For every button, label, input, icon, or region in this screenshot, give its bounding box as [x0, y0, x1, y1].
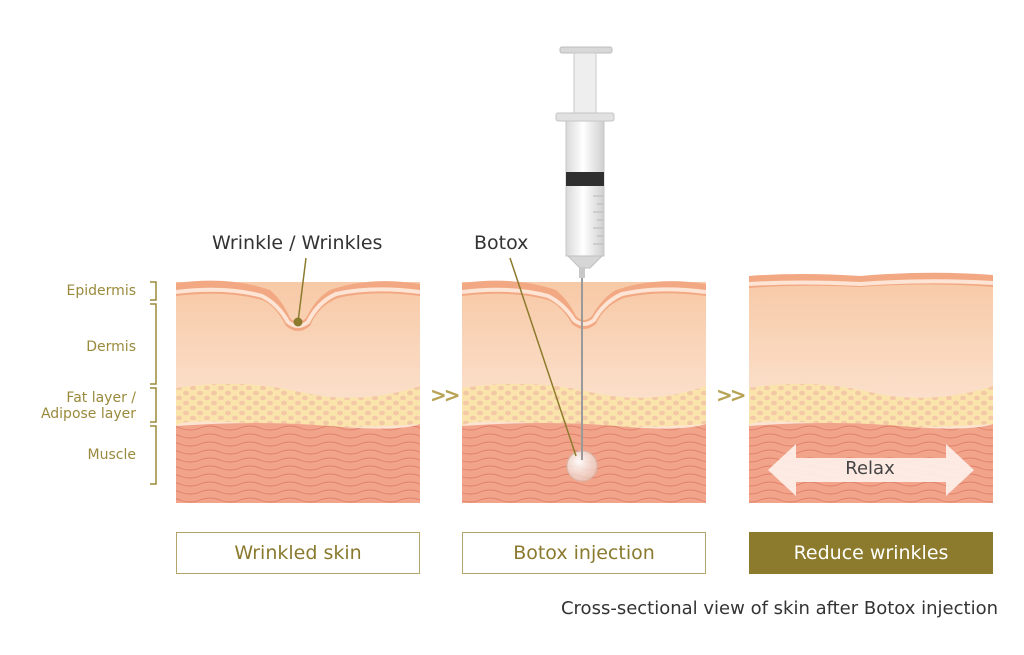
- muscle-layer: [176, 423, 420, 503]
- label-fat-line1: Fat layer /: [66, 390, 136, 406]
- panel-wrinkled-skin: [176, 280, 420, 503]
- diagram-caption: Cross-sectional view of skin after Botox…: [560, 598, 998, 619]
- epidermis-layer: [176, 280, 420, 331]
- wrinkle-leader-line: [297, 257, 307, 323]
- step-botox-injection: Botox injection: [462, 532, 706, 574]
- step-reduce-wrinkles: Reduce wrinkles: [749, 532, 993, 574]
- panel-botox-injection: [462, 280, 706, 503]
- step-arrow-1: >>: [430, 383, 460, 407]
- label-fat-layer: Fat layer / Adipose layer: [6, 390, 136, 422]
- label-epidermis: Epidermis: [66, 283, 136, 299]
- label-muscle: Muscle: [87, 447, 136, 463]
- panel-reduce-wrinkles: [749, 272, 993, 503]
- callout-wrinkle: Wrinkle / Wrinkles: [212, 232, 383, 254]
- botox-leader-line: [509, 257, 577, 457]
- relax-double-arrow-icon: [768, 444, 974, 496]
- label-dermis: Dermis: [86, 339, 136, 355]
- fat-layer: [176, 383, 420, 427]
- wrinkle-marker: [293, 317, 303, 327]
- callout-relax: Relax: [845, 458, 895, 479]
- label-fat-line2: Adipose layer: [40, 406, 136, 422]
- syringe-icon: [555, 46, 615, 460]
- step-arrow-2: >>: [716, 383, 746, 407]
- callout-botox: Botox: [474, 232, 529, 254]
- step-wrinkled-skin: Wrinkled skin: [176, 532, 420, 574]
- layer-brackets: [150, 281, 157, 485]
